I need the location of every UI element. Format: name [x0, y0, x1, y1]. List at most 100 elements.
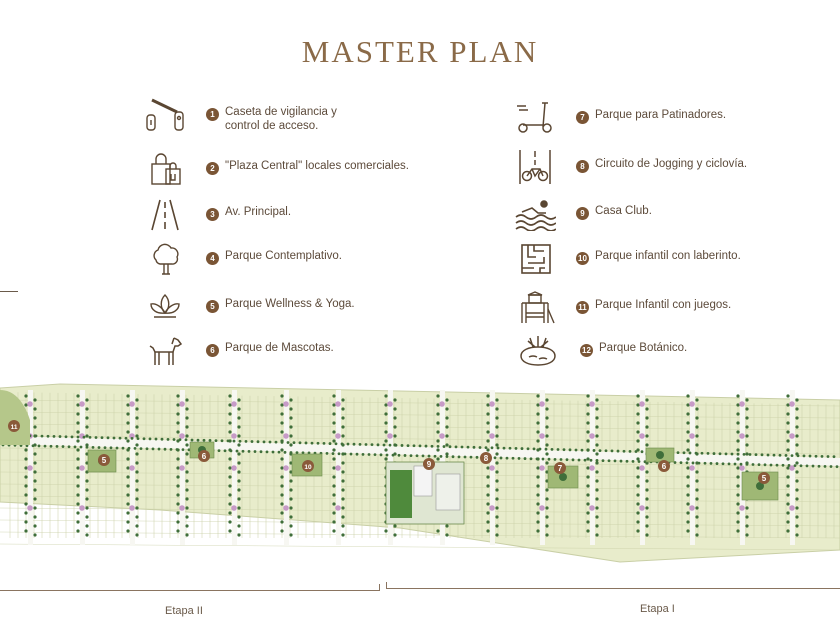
avenue-tree: [706, 452, 710, 455]
street-tree: [536, 403, 540, 407]
avenue-tree: [835, 465, 839, 469]
avenue-tree: [112, 436, 116, 440]
street-tree: [645, 407, 649, 411]
street-tree: [436, 412, 440, 416]
map-marker-7: [554, 462, 566, 474]
street-tree: [332, 448, 336, 452]
street-tree: [76, 475, 80, 479]
avenue-tree: [202, 438, 206, 442]
avenue-tree: [616, 449, 620, 453]
street-tree: [341, 434, 345, 438]
avenue-tree: [676, 451, 680, 455]
street-tree: [795, 488, 799, 492]
flower-bush: [489, 465, 495, 471]
flower-bush: [789, 401, 795, 407]
street-tree: [185, 524, 189, 528]
map-marker-label: 10: [304, 464, 312, 471]
avenue-tree: [823, 464, 827, 468]
avenue-tree: [352, 442, 356, 446]
avenue-tree: [808, 454, 812, 458]
avenue-tree: [745, 462, 749, 466]
street-tree: [341, 416, 345, 420]
street-tree: [486, 529, 490, 533]
street-tree: [289, 533, 293, 537]
street-tree: [645, 506, 649, 510]
street-tree: [686, 466, 690, 470]
street-tree: [486, 511, 490, 515]
street-tree: [636, 412, 640, 416]
street-tree: [135, 533, 139, 537]
avenue-tree: [49, 444, 53, 448]
street-tree: [695, 479, 699, 483]
map-marker-6: [198, 450, 210, 462]
street-tree: [24, 502, 28, 506]
clubhouse-building: [413, 465, 433, 497]
avenue-tree: [409, 454, 413, 458]
avenue-tree: [139, 447, 143, 450]
avenue-tree: [34, 434, 38, 438]
street-tree: [126, 421, 130, 425]
avenue-tree: [445, 455, 449, 458]
avenue-tree: [253, 450, 257, 453]
street-tree: [185, 452, 189, 456]
street-tree: [185, 443, 189, 447]
street-tree: [76, 484, 80, 488]
avenue-tree: [262, 440, 266, 444]
avenue-tree: [379, 453, 383, 457]
avenue-tree: [469, 455, 473, 459]
street-tree: [445, 416, 449, 420]
shopping-bag-icon: [151, 153, 181, 185]
street-tree: [486, 502, 490, 506]
avenue-tree: [310, 441, 314, 445]
avenue-tree: [718, 452, 722, 456]
avenue-tree: [280, 440, 284, 444]
street-tree: [486, 430, 490, 434]
street-tree: [185, 407, 189, 411]
street-tree: [786, 502, 790, 506]
street-tree: [736, 502, 740, 506]
avenue-tree: [523, 457, 527, 460]
avenue-tree: [562, 448, 566, 452]
map-marker-11: [8, 420, 20, 432]
street-tree: [686, 412, 690, 416]
street-tree: [745, 398, 749, 402]
street-tree: [76, 448, 80, 452]
avenue-tree: [466, 445, 470, 449]
avenue-tree: [826, 455, 830, 458]
avenue-tree: [541, 457, 545, 461]
street-tree: [586, 493, 590, 497]
avenue-tree: [448, 445, 452, 449]
street-tree: [332, 466, 336, 470]
street-tree: [595, 434, 599, 438]
street-tree: [495, 506, 499, 510]
avenue-tree: [535, 457, 539, 461]
street-tree: [176, 421, 180, 425]
avenue-tree: [94, 436, 98, 439]
street-tree: [436, 448, 440, 452]
street-tree: [445, 407, 449, 411]
street-tree: [786, 412, 790, 416]
street-tree: [586, 520, 590, 524]
avenue-tree: [133, 447, 137, 450]
street-tree: [280, 466, 284, 470]
street-tree: [736, 412, 740, 416]
street-tree: [745, 524, 749, 528]
street-tree: [795, 416, 799, 420]
avenue-tree: [559, 458, 563, 461]
street-tree: [185, 533, 189, 537]
street-tree: [736, 394, 740, 398]
street-tree: [237, 452, 241, 456]
avenue-tree: [643, 460, 647, 464]
street-tree: [645, 524, 649, 528]
street-tree: [495, 416, 499, 420]
street-tree: [76, 511, 80, 515]
avenue-tree: [520, 447, 524, 450]
flower-bush: [639, 505, 645, 511]
street-tree: [636, 520, 640, 524]
street-tree: [486, 421, 490, 425]
page-title: MASTER PLAN: [301, 34, 539, 69]
street-tree: [332, 493, 336, 497]
street-tree: [126, 475, 130, 479]
street-tree: [636, 439, 640, 443]
street-tree: [76, 394, 80, 398]
